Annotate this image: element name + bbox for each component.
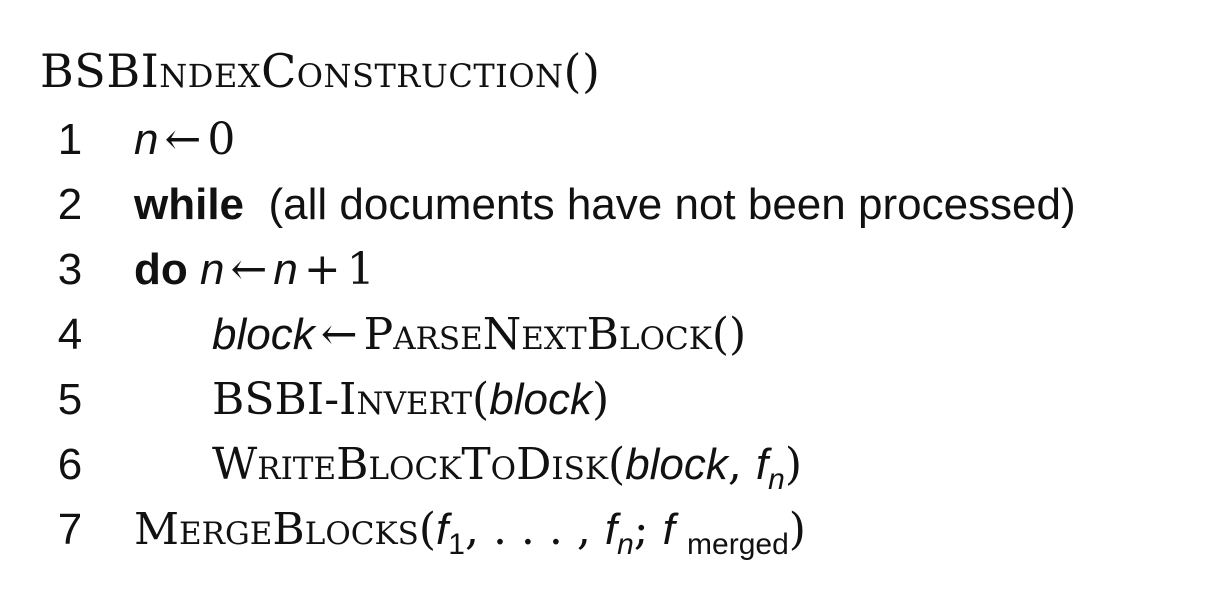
algorithm-line-3: 3 do n←n+1 (0, 238, 1205, 302)
algorithm-line-1: 1 n←0 (0, 108, 1205, 172)
line-number: 7 (57, 505, 83, 554)
line-code: while (all documents have not been proce… (134, 173, 1076, 237)
while-condition: (all documents have not been processed) (268, 180, 1076, 229)
line-number: 6 (57, 440, 83, 489)
algorithm-line-5: 5 BSBI-Invert(block) (0, 368, 1205, 432)
line-code: block←ParseNextBlock() (212, 309, 747, 360)
algorithm-line-7: 7 MergeBlocks(f1, . . . , fn; f merged) (0, 498, 1205, 562)
line-number: 2 (57, 180, 83, 229)
line-number: 3 (57, 245, 83, 294)
algorithm-line-4: 4 block←ParseNextBlock() (0, 303, 1205, 367)
line-number: 1 (57, 115, 83, 164)
line-number: 4 (57, 310, 83, 359)
algorithm-line-2: 2 while (all documents have not been pro… (0, 173, 1205, 237)
line-number: 5 (57, 375, 83, 424)
line-code: do n←n+1 (134, 244, 375, 295)
line-code: n←0 (134, 114, 236, 165)
algorithm-line-6: 6 WriteBlockToDisk(block, fn) (0, 433, 1205, 497)
algorithm-title: BSBIndexConstruction() (40, 44, 601, 98)
line-code: MergeBlocks(f1, . . . , fn; f merged) (134, 504, 806, 561)
line-code: BSBI-Invert(block) (212, 374, 610, 425)
keyword-while: while (134, 180, 245, 229)
keyword-do: do (134, 245, 188, 294)
line-code: WriteBlockToDisk(block, fn) (212, 439, 802, 496)
